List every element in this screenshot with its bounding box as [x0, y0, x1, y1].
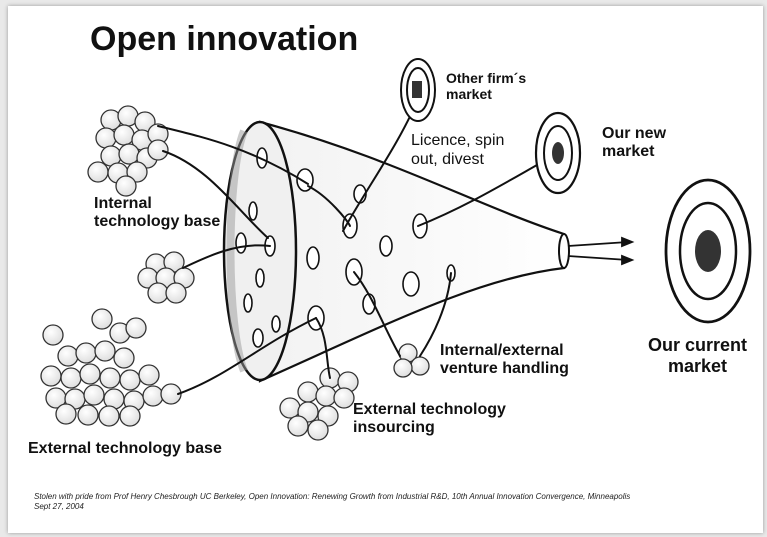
- slide-frame: Open innovation Internal technology base…: [8, 6, 763, 533]
- output-arrows: [567, 236, 635, 266]
- funnel: [222, 120, 570, 383]
- line-to-insourcing: [315, 317, 331, 379]
- line-to-venture: [353, 271, 401, 357]
- external-insourcing-label: External technology insourcing: [353, 401, 506, 437]
- other-firms-market-label: Other firm´s market: [446, 70, 527, 103]
- our-new-market-target: [534, 111, 582, 195]
- insourcing-bubbles: [279, 367, 359, 441]
- licence-label: Licence, spin out, divest: [411, 132, 505, 169]
- external-technology-bubbles: [40, 308, 182, 427]
- flow-lines: [157, 98, 554, 395]
- candidate-bubbles: [137, 251, 195, 304]
- our-current-market-target: [664, 178, 752, 324]
- venture-handling-label: Internal/external venture handling: [440, 342, 569, 378]
- our-new-market-label: Our new market: [602, 125, 667, 161]
- funnel-holes: [235, 147, 456, 348]
- our-current-market-label: Our current market: [648, 335, 748, 376]
- page-title: Open innovation: [90, 20, 359, 58]
- citation-text: Stolen with pride from Prof Henry Chesbr…: [34, 492, 631, 512]
- venture-bubbles: [393, 343, 430, 378]
- other-firms-market-target: [400, 58, 436, 122]
- open-innovation-diagram: [40, 58, 752, 441]
- external-technology-base-label: External technology base: [28, 440, 222, 457]
- internal-technology-bubbles: [87, 105, 169, 197]
- internal-technology-base-label: Internal technology base: [94, 195, 221, 231]
